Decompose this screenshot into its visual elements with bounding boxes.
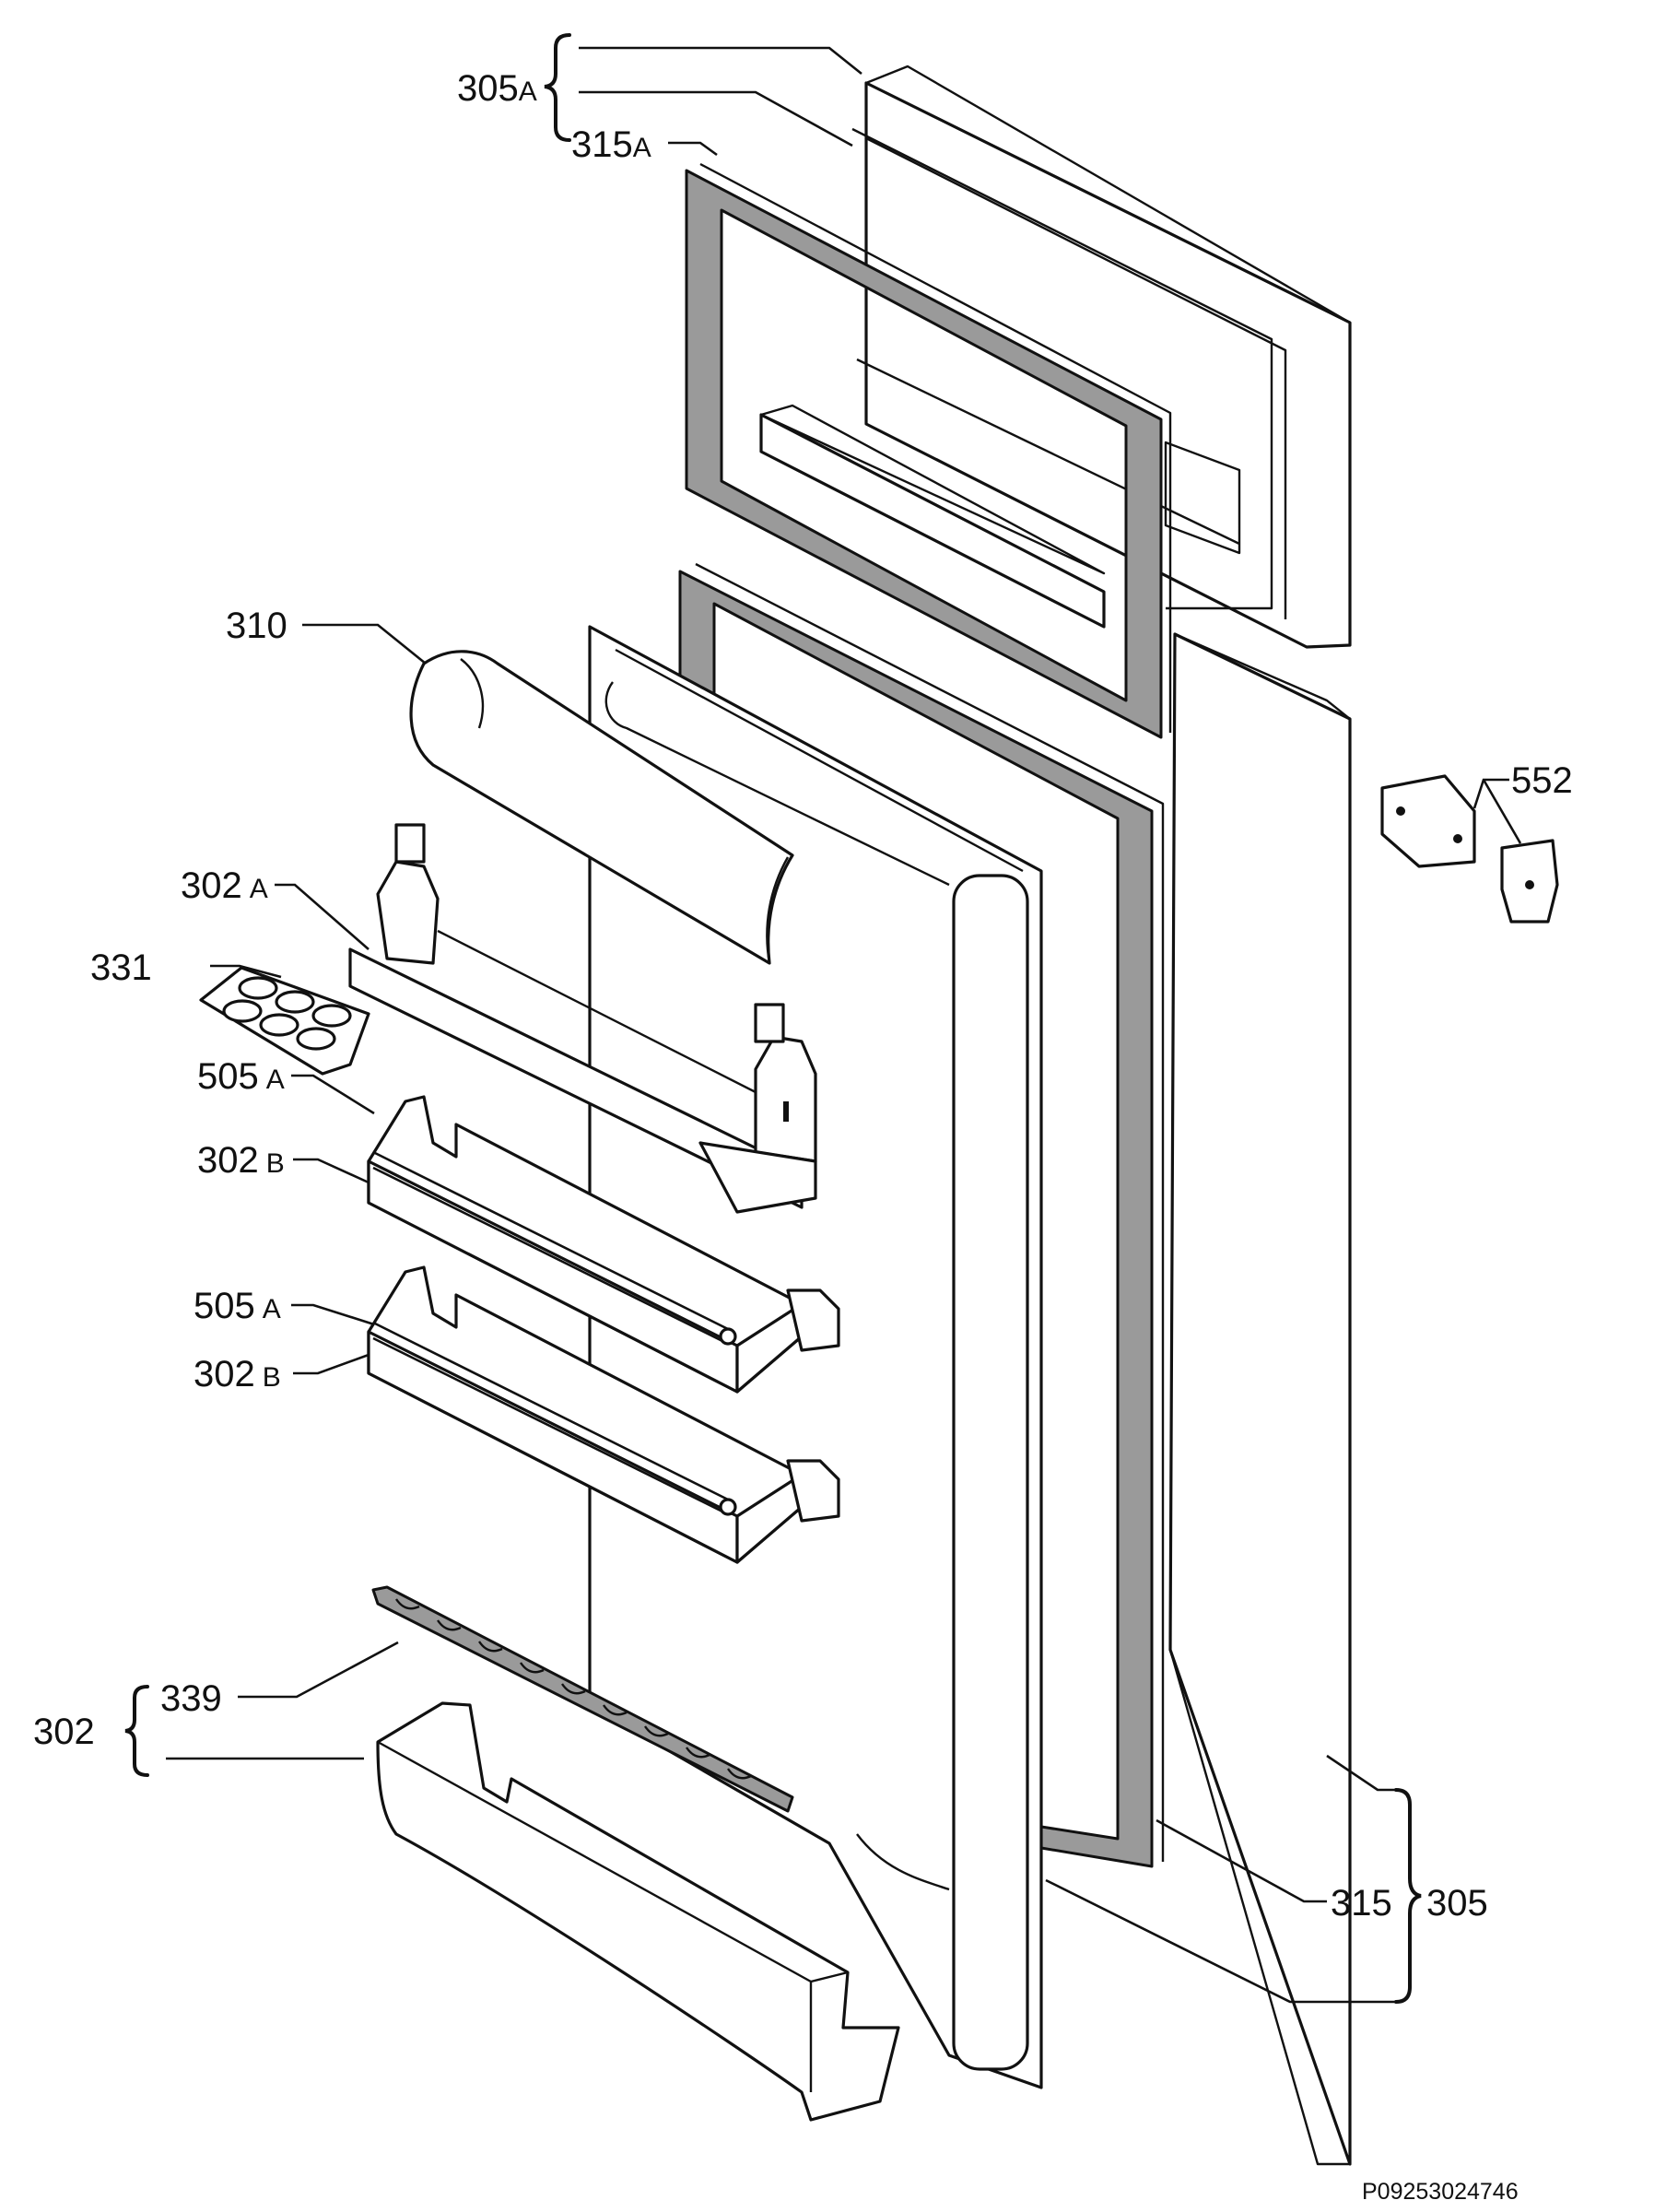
drawing-code: P09253024746 — [1362, 2179, 1519, 2205]
callout-hinge: 552 — [1511, 760, 1573, 801]
brace-302-group — [124, 1685, 149, 1777]
leader-lines — [166, 46, 1522, 2004]
freezer-door-part — [851, 65, 1352, 649]
bottle-shelf-part — [376, 1701, 900, 2122]
brace-305a-group — [544, 33, 571, 142]
callout-egg-tray: 331 — [90, 947, 152, 988]
brace-305-group — [1394, 1788, 1422, 2004]
door-shelf-lower-part — [367, 1265, 840, 1564]
egg-tray-part — [199, 966, 370, 1076]
door-shelf-upper-part — [367, 1095, 840, 1394]
callout-fridge-gasket: 315 — [1331, 1883, 1392, 1924]
callout-handle: 310 — [226, 606, 287, 646]
callout-freezer-door: 305A — [457, 68, 537, 109]
callout-bottle-shelf-group: 302 — [33, 1712, 95, 1752]
freezer-gasket-part — [685, 162, 1172, 739]
callout-bottle-rack: 339 — [160, 1678, 222, 1719]
bottle-rack-part — [371, 1585, 794, 1813]
handle-part — [409, 650, 794, 965]
callout-fridge-door-group: 305 — [1426, 1883, 1488, 1924]
fridge-door-outer-part — [1168, 632, 1352, 2166]
door-shelf-large-part — [348, 823, 817, 1214]
callout-freezer-gasket: 315A — [571, 124, 651, 165]
hinge-part — [1380, 774, 1559, 924]
